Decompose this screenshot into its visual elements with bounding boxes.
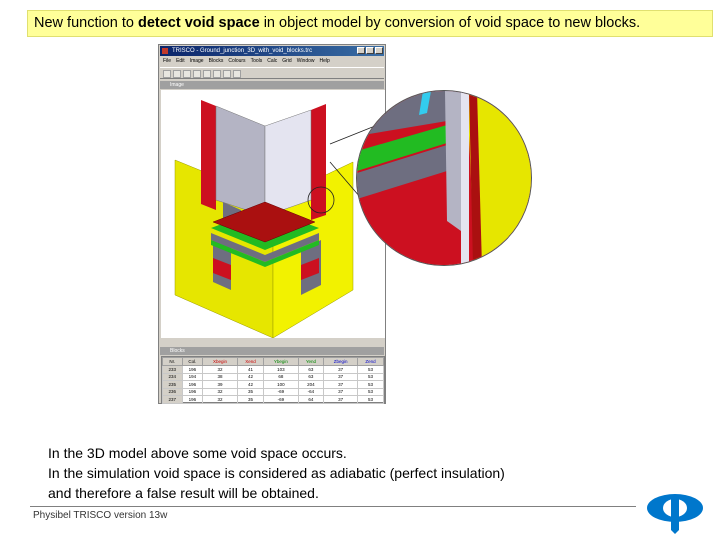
zoom-yellow [467, 91, 531, 265]
toolbar [160, 67, 384, 79]
zoom-cyan-strip [419, 91, 431, 115]
menu-calc[interactable]: Calc [267, 58, 278, 64]
image-window-titlebar[interactable]: Image [160, 81, 384, 89]
zoom-out-icon[interactable] [213, 70, 221, 78]
blocks-window-titlebar[interactable]: Blocks [160, 347, 384, 355]
save-icon[interactable] [183, 70, 191, 78]
menu-image[interactable]: Image [189, 58, 204, 64]
green-layer-front [211, 240, 319, 267]
close-button[interactable] [375, 47, 383, 54]
grey-layer [211, 233, 319, 262]
footer-text: Physibel TRISCO version 13w [33, 510, 168, 521]
menu-tools[interactable]: Tools [250, 58, 263, 64]
menu-help[interactable]: Help [319, 58, 330, 64]
new-file-icon[interactable] [163, 70, 171, 78]
window-controls [357, 47, 383, 54]
red-floor [212, 201, 316, 243]
footer-divider [30, 506, 636, 507]
col-zbegin[interactable]: Zbegin [323, 357, 359, 366]
physibel-logo-icon [647, 494, 703, 534]
zoom-wall-grey [445, 91, 465, 231]
menubar: File Edit Image Blocks Colours Tools Cal… [160, 57, 384, 66]
title-highlight: detect void space [137, 15, 260, 31]
print-icon[interactable] [193, 70, 201, 78]
col-xend[interactable]: Xend [236, 357, 265, 366]
zoom-marker-circle [307, 186, 335, 214]
menu-grid[interactable]: Grid [282, 58, 292, 64]
zoom-grey-band [357, 145, 447, 199]
slide-title: New function to detect void space in obj… [27, 10, 713, 37]
wall-panel-right [264, 109, 312, 217]
menu-blocks[interactable]: Blocks [208, 58, 224, 64]
red-base [213, 258, 231, 280]
menu-window[interactable]: Window [296, 58, 315, 64]
zoom-wall-light [461, 91, 469, 265]
window-title: TRISCO - Ground_junction_3D_with_void_bl… [172, 48, 313, 54]
slide-caption: In the 3D model above some void space oc… [48, 443, 505, 503]
maximize-button[interactable] [366, 47, 374, 54]
rotate-icon[interactable] [223, 70, 231, 78]
blocks-table: Nr. Col. Xbegin Xend Ybegin Yend Zbegin … [162, 357, 384, 404]
menu-colours[interactable]: Colours [228, 58, 246, 64]
open-file-icon[interactable] [173, 70, 181, 78]
menu-edit[interactable]: Edit [176, 58, 185, 64]
zoom-detail-render [357, 91, 531, 265]
col-zend[interactable]: Zend [357, 357, 384, 366]
zoom-magnifier [356, 90, 532, 266]
3d-model-viewport[interactable] [161, 90, 385, 339]
trisco-app-window[interactable]: TRISCO - Ground_junction_3D_with_void_bl… [158, 44, 386, 404]
caption-line-2: In the simulation void space is consider… [48, 465, 505, 481]
app-icon [162, 48, 168, 54]
zoom-red-strip [469, 91, 482, 265]
3d-model-render [174, 100, 354, 339]
zoom-green-band [357, 125, 447, 171]
table-header-row: Nr. Col. Xbegin Xend Ybegin Yend Zbegin … [162, 357, 384, 366]
red-base-right [301, 258, 319, 280]
caption-line-1: In the 3D model above some void space oc… [48, 445, 347, 461]
red-wall-left [201, 100, 216, 210]
zoom-in-icon[interactable] [203, 70, 211, 78]
blocks-table-panel: Nr. Col. Xbegin Xend Ybegin Yend Zbegin … [161, 356, 385, 404]
col-ybegin[interactable]: Ybegin [263, 357, 299, 366]
calculate-icon[interactable] [233, 70, 241, 78]
red-wall-right [311, 104, 326, 220]
window-titlebar[interactable]: TRISCO - Ground_junction_3D_with_void_bl… [160, 46, 384, 56]
caption-line-3: and therefore a false result will be obt… [48, 485, 319, 501]
minimize-button[interactable] [357, 47, 365, 54]
menu-file[interactable]: File [163, 58, 172, 64]
